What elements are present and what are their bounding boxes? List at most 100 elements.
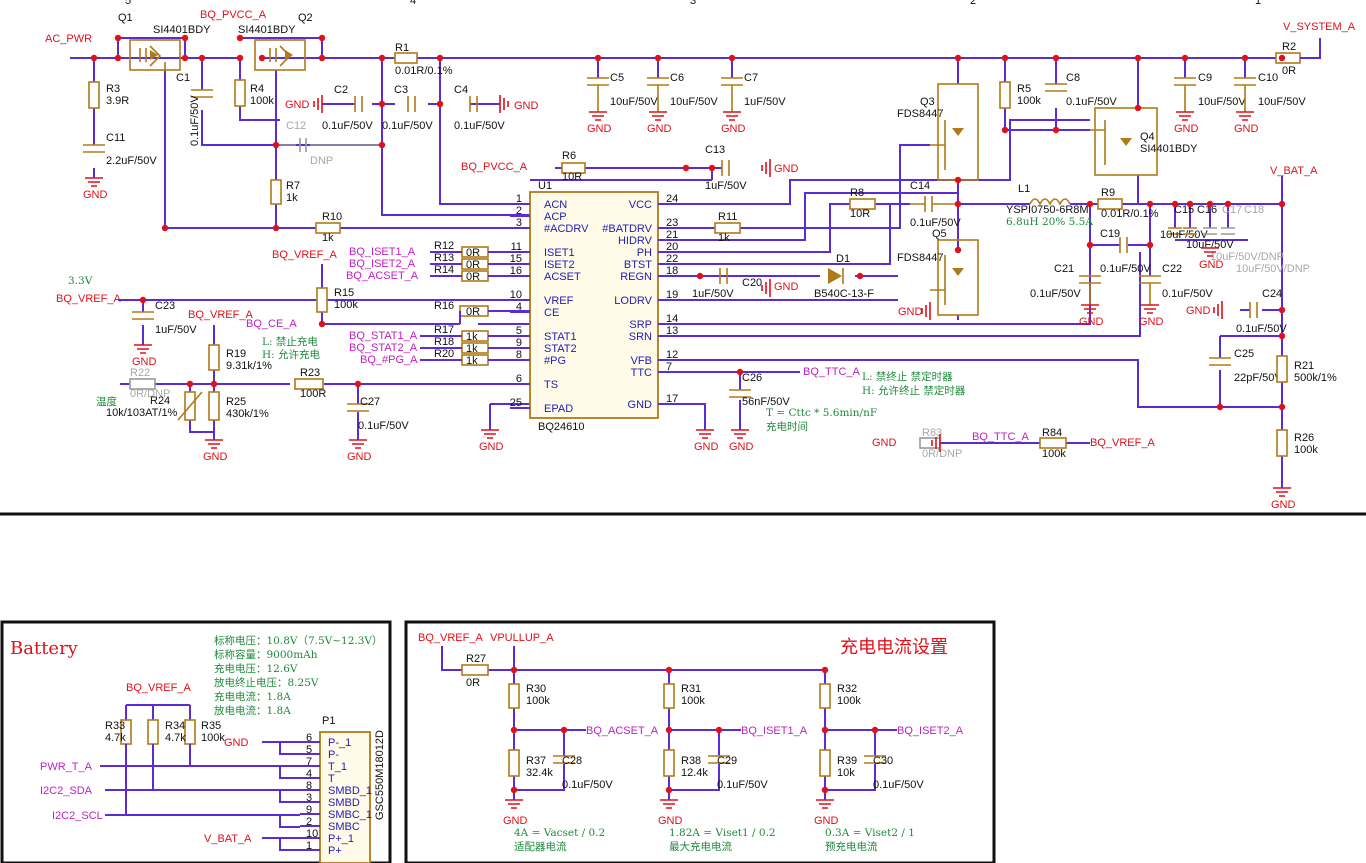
resistor-r23 xyxy=(294,378,324,390)
u1-pin-name: ACP xyxy=(544,211,567,223)
r16-ref: R16 xyxy=(434,300,454,312)
junction-dot xyxy=(186,380,194,388)
capacitor-c21 xyxy=(1079,275,1101,305)
r20-value: 1k xyxy=(466,355,478,367)
u1-pin-number: 11 xyxy=(511,241,522,253)
junction-dot xyxy=(1278,403,1286,411)
value-c29: 0.1uF/50V xyxy=(717,779,768,791)
c9-ref: C9 xyxy=(1198,72,1212,84)
u1-pin-number: 5 xyxy=(516,325,522,337)
junction-dot xyxy=(1181,54,1189,62)
net-i2c-scl: I2C2_SCL xyxy=(52,810,103,822)
u1-pin-name: PH xyxy=(637,247,652,259)
capacitor-c16 xyxy=(1183,227,1197,235)
junction-dot xyxy=(665,726,673,734)
u1-pin-name: CE xyxy=(544,307,559,319)
ground-label: GND xyxy=(132,356,157,368)
capacitor-c15 xyxy=(1168,227,1182,235)
ground-label: GND xyxy=(1139,316,1164,328)
ground-symbol xyxy=(1141,304,1159,314)
net-labels: AC_PWR BQ_PVCC_A V_SYSTEM_A BQ_PVCC_A V_… xyxy=(45,9,1356,449)
frame-marker-2: 2 xyxy=(970,0,976,7)
wires-main xyxy=(70,37,1310,488)
u1-pin-name: ISET1 xyxy=(544,247,575,259)
r1-ref: R1 xyxy=(395,42,409,54)
ground-symbol xyxy=(731,429,749,439)
note-ttc-formula: T = Cttc * 5.6min/nF xyxy=(766,407,877,419)
p1-pin-number: 9 xyxy=(306,804,312,816)
ground-label: GND xyxy=(721,123,746,135)
ground-label: GND xyxy=(1174,123,1199,135)
battery-spec-line: 充电电流：1.8A xyxy=(214,690,291,703)
junction-dot xyxy=(436,100,444,108)
junction-dot xyxy=(378,54,386,62)
junction-dot xyxy=(560,726,568,734)
junction-dot xyxy=(856,272,864,280)
p1-pin-number: 8 xyxy=(306,780,312,792)
net-v-system: V_SYSTEM_A xyxy=(1283,21,1356,33)
c1-ref: C1 xyxy=(176,72,190,84)
c3-ref: C3 xyxy=(394,84,408,96)
net-bq-ttc-2: BQ_TTC_A xyxy=(972,431,1030,443)
ground-label: GND xyxy=(1199,259,1224,271)
r10-value: 1k xyxy=(322,232,334,244)
junction-dot xyxy=(181,34,189,42)
ground-label: GND xyxy=(1271,499,1296,511)
ground-symbol xyxy=(589,111,607,121)
ground-symbol xyxy=(505,799,523,809)
c20-ref: C20 xyxy=(742,277,762,289)
r18-ref: R18 xyxy=(434,336,454,348)
junction-dot xyxy=(708,164,716,172)
r83-ref: R83 xyxy=(922,427,942,439)
u1-pin-number: 3 xyxy=(516,217,522,229)
p1-pin-number: 6 xyxy=(306,732,312,744)
junction-dot xyxy=(696,272,704,280)
r19-ref: R19 xyxy=(226,348,246,360)
r27-ref: R27 xyxy=(466,653,486,665)
capacitor-c1 xyxy=(191,89,213,98)
junction-dot xyxy=(378,141,386,149)
junction-dot xyxy=(318,54,326,62)
net-bq-vref-cs: BQ_VREF_A xyxy=(418,632,483,644)
ground-label: GND xyxy=(503,815,528,827)
r15-ref: R15 xyxy=(334,287,354,299)
note-ce-low: L: 禁止充电 xyxy=(262,335,318,348)
junction-dot xyxy=(736,368,744,376)
junction-dot xyxy=(728,54,736,62)
r27-value: 0R xyxy=(466,677,480,689)
battery-spec-line: 放电电流：1.8A xyxy=(214,704,291,717)
ground-symbol xyxy=(1201,247,1219,257)
q3-ref: Q3 xyxy=(920,96,935,108)
r13-ref: R13 xyxy=(434,252,454,264)
ground-symbol xyxy=(1236,111,1254,121)
ic-u1-body xyxy=(529,191,659,419)
junction-dot xyxy=(354,380,362,388)
ground-symbol xyxy=(761,159,771,177)
c7-value: 1uF/50V xyxy=(744,96,786,108)
u1-pin-number: 1 xyxy=(516,193,522,205)
q5-part: FDS8447 xyxy=(897,252,943,264)
value-r37: 32.4k xyxy=(526,767,553,779)
r23-ref: R23 xyxy=(300,367,320,379)
current-setting-equation: 0.3A = Viset2 / 1 xyxy=(825,827,915,839)
q1-ref: Q1 xyxy=(118,12,133,24)
q2-ref: Q2 xyxy=(298,12,313,24)
resistor-r19 xyxy=(208,344,220,371)
u1-pin-name: GND xyxy=(628,399,653,411)
resistor-r30 xyxy=(508,683,520,709)
ground-label: GND xyxy=(898,306,923,318)
ground-symbol xyxy=(1213,301,1223,319)
resistor-r3 xyxy=(88,81,100,109)
u1-pin-name: ISET2 xyxy=(544,259,575,271)
net-i2c-sda: I2C2_SDA xyxy=(40,785,93,797)
ground-symbol xyxy=(921,302,931,320)
junction-dot xyxy=(1001,126,1009,134)
u1-pin-name: VFB xyxy=(631,355,652,367)
capacitor-c30 xyxy=(864,755,886,764)
ground-symbol xyxy=(85,177,103,187)
c13-ref: C13 xyxy=(705,144,725,156)
r3-value: 3.9R xyxy=(106,95,129,107)
mosfet-q1 xyxy=(129,39,181,71)
r8-ref: R8 xyxy=(850,187,864,199)
c16-ref: C16 xyxy=(1197,204,1217,216)
